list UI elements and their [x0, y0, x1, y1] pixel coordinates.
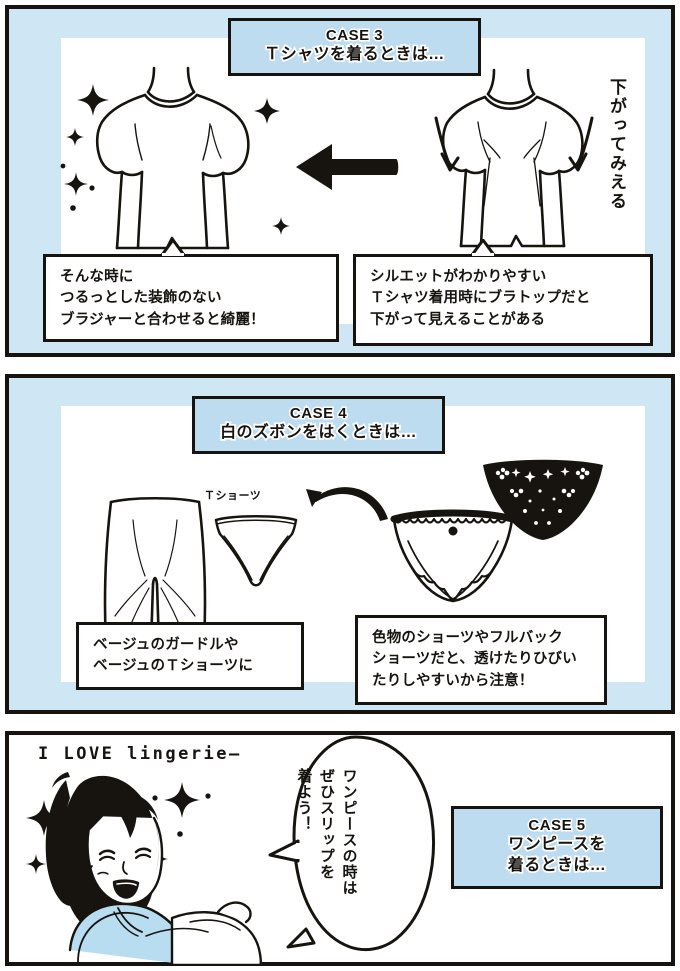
t-shorts-label: Ｔショーツ	[204, 489, 262, 502]
speech-line: ぜひスリップを	[318, 768, 335, 880]
caption-line: ベージュのＴショーツに	[93, 658, 254, 675]
curved-arrow-icon	[300, 475, 390, 531]
tshirt-clean-illustration	[60, 62, 302, 262]
left-arrow-icon	[290, 140, 400, 196]
speech-bubble	[268, 733, 443, 953]
sagging-note-vertical-text: 下がってみえる	[607, 78, 626, 211]
caption-notch-right1	[470, 239, 496, 256]
case4-number: CASE 4	[288, 403, 348, 423]
speech-line: ワンピースの時は	[340, 768, 358, 896]
i-love-lingerie-headline: I LOVE lingerie—	[38, 744, 242, 764]
caption-line: つるっとした装飾のない	[60, 290, 222, 307]
caption-line: ベージュのガードルや	[93, 637, 239, 653]
case3-heading: CASE 3 Ｔシャツを着るときは…	[228, 18, 481, 76]
speech-bubble-text: ワンピースの時は ぜひスリップを 着よう！	[292, 768, 360, 918]
case3-number: CASE 3	[324, 25, 384, 45]
caption-beige-recommendation: ベージュのガードルや ベージュのＴショーツに	[76, 622, 304, 690]
caption-notch-left1	[160, 239, 186, 256]
t-back-shorts-illustration	[212, 510, 300, 590]
case5-title-line2: 着るときは…	[506, 855, 608, 876]
caption-line: 下がって見えることがある	[370, 311, 546, 328]
caption-line: Ｔシャツ着用時にブラトップだと	[370, 290, 591, 307]
caption-line: ブラジャーと合わせると綺麗！	[60, 311, 265, 328]
caption-clean-bra: そんな時に つるっとした装飾のない ブラジャーと合わせると綺麗！	[43, 254, 339, 342]
caption-line: ショーツだと、透けたりひびい	[372, 651, 577, 668]
caption-line: たりしやすいから注意！	[372, 672, 534, 689]
white-full-back-shorts-illustration	[388, 505, 518, 610]
black-floral-shorts-illustration	[478, 455, 608, 545]
tshirt-bratop-illustration	[412, 66, 632, 262]
speech-line: 着よう！	[295, 768, 313, 832]
caption-line: 色物のショーツやフルバック	[372, 630, 563, 646]
case5-title-line1: ワンピースを	[506, 834, 607, 855]
case3-title: Ｔシャツを着るときは…	[263, 44, 447, 65]
case5-heading: CASE 5 ワンピースを 着るときは…	[451, 806, 663, 890]
case5-number: CASE 5	[527, 815, 587, 835]
caption-bratop-warning: シルエットがわかりやすい Ｔシャツ着用時にブラトップだと 下がって見えることがあ…	[353, 254, 653, 346]
case4-title: 白のズボンをはくときは…	[218, 422, 418, 443]
caption-line: シルエットがわかりやすい	[370, 269, 547, 285]
caption-colored-shorts-warning: 色物のショーツやフルバック ショーツだと、透けたりひびい たりしやすいから注意！	[355, 615, 607, 705]
case4-heading: CASE 4 白のズボンをはくときは…	[192, 396, 445, 454]
caption-line: そんな時に	[60, 269, 134, 285]
girl-illustration	[22, 750, 342, 965]
